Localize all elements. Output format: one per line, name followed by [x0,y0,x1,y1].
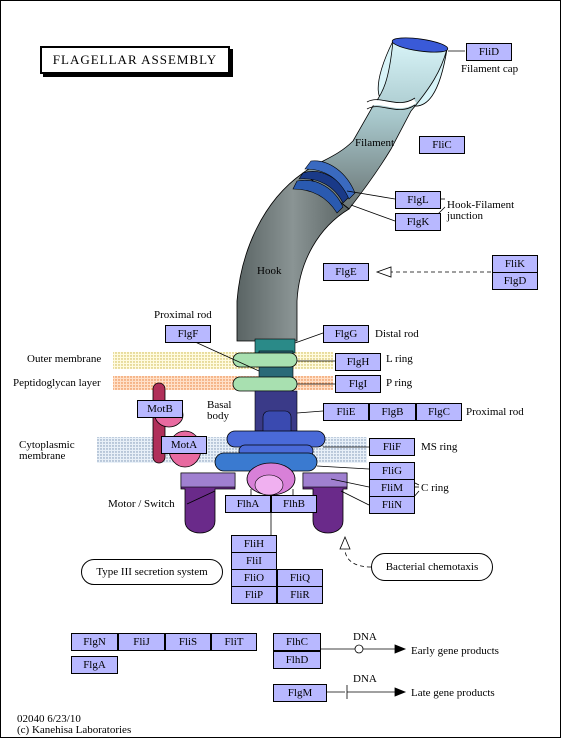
label-filament-cap: Filament cap [461,63,519,75]
t3ss-pathway-link[interactable]: Type III secretion system [81,559,223,585]
gene-flin[interactable]: FliN [369,496,415,514]
label-ms-ring: MS ring [421,441,458,453]
gene-flih[interactable]: FliH [231,535,277,553]
label-motor-switch: Motor / Switch [108,498,175,510]
l-ring-shape [232,352,298,368]
label-p-ring: P ring [386,377,413,389]
label-proximal-rod-top: Proximal rod [154,309,212,321]
gene-flir[interactable]: FliR [277,586,323,604]
filament-break [365,98,417,109]
label-l-ring: L ring [386,353,413,365]
gene-flgh[interactable]: FlgH [335,353,381,371]
gene-flgf[interactable]: FlgF [165,325,211,343]
label-basal-2: body [207,410,229,422]
label-c-ring: C ring [421,482,449,494]
gene-flim[interactable]: FliM [369,479,415,497]
label-cyto-2: membrane [19,450,66,462]
gene-flis[interactable]: FliS [165,633,211,651]
gene-flga[interactable]: FlgA [71,656,118,674]
hook-shape [236,172,350,342]
gene-flgc[interactable]: FlgC [416,403,462,421]
label-outer-membrane: Outer membrane [27,353,102,365]
motor-left [180,472,236,534]
gene-flij[interactable]: FliJ [118,633,165,651]
gene-flhc[interactable]: FlhC [273,633,321,651]
filament-cap-shape [391,37,449,53]
gene-flgk[interactable]: FlgK [395,213,441,231]
junction-ring-1 [298,171,350,204]
junction-ring-2 [292,179,344,214]
gene-flgi[interactable]: FlgI [335,375,381,393]
gene-flhb[interactable]: FlhB [271,495,317,513]
label-early: Early gene products [411,645,499,657]
label-hook-filament-2: junction [447,210,484,222]
chemotaxis-pathway-link[interactable]: Bacterial chemotaxis [371,553,493,581]
gene-flgd[interactable]: FlgD [492,272,538,290]
motor-right [302,472,348,534]
gene-flig[interactable]: FliG [369,462,415,480]
label-peptidoglycan: Peptidoglycan layer [13,377,101,389]
chemotaxis-arrow [339,535,372,568]
label-proximal-rod-right: Proximal rod [466,406,524,418]
gene-flgm[interactable]: FlgM [273,684,327,702]
gene-flgb[interactable]: FlgB [369,403,416,421]
gene-flip[interactable]: FliP [231,586,277,604]
gene-flik[interactable]: FliK [492,255,538,273]
gene-fliq[interactable]: FliQ [277,569,323,587]
flik-arrow [375,266,491,278]
peptidoglycan-band [113,376,333,390]
footer-date: 02040 6/23/10 [17,713,81,725]
gene-flgl[interactable]: FlgL [395,191,441,209]
gene-flic[interactable]: FliC [419,136,465,154]
gene-flge[interactable]: FlgE [323,263,369,281]
footer-copyright: (c) Kanehisa Laboratories [17,724,132,736]
gene-flhd[interactable]: FlhD [273,651,321,669]
gene-mota[interactable]: MotA [161,436,207,454]
p-ring-shape [232,376,298,392]
gene-flid[interactable]: FliD [466,43,512,61]
label-basal-1: Basal [207,399,232,411]
gene-flha[interactable]: FlhA [225,495,271,513]
gene-flgg[interactable]: FlgG [323,325,369,343]
gene-flie[interactable]: FliE [323,403,369,421]
page-title: FLAGELLAR ASSEMBLY [40,46,230,74]
label-distal-rod: Distal rod [375,328,419,340]
label-dna-1: DNA [353,631,377,643]
label-late: Late gene products [411,687,495,699]
gene-motb[interactable]: MotB [137,400,183,418]
gene-flgn[interactable]: FlgN [71,633,118,651]
gene-flit[interactable]: FliT [211,633,257,651]
gene-flio[interactable]: FliO [231,569,277,587]
late-gene-arrow [327,685,407,699]
early-gene-arrow [321,644,407,654]
gene-flif[interactable]: FliF [369,438,415,456]
label-filament: Filament [355,137,395,149]
label-cyto-1: Cytoplasmic [19,439,75,451]
junction-ring-3 [304,160,356,200]
label-dna-2: DNA [353,673,377,685]
label-hook: Hook [257,265,282,277]
label-hook-filament-1: Hook-Filament [447,199,515,211]
gene-flii[interactable]: FliI [231,552,277,570]
